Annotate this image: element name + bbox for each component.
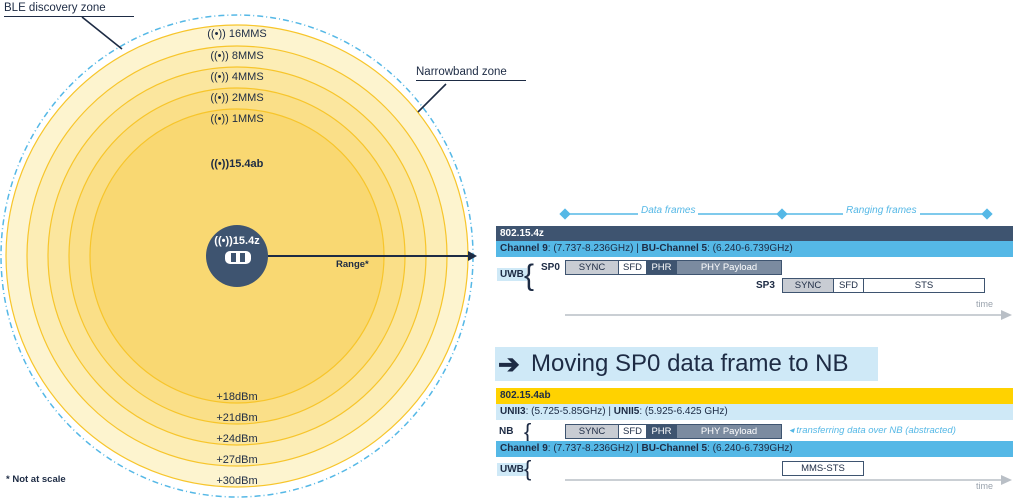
ble-callout-line [81,16,123,50]
unii-bar: UNII3: (5.725-5.85GHz) | UNII5: (5.925-6… [496,404,1013,420]
headline-text: Moving SP0 data frame to NB [531,350,849,377]
header-802-15-4z: 802.15.4z [496,226,1013,241]
mms-sts-field: MMS-STS [782,461,864,476]
uwb-label-bottom: UWB [497,463,527,476]
triangle-left-icon: ◂ [789,425,797,436]
nb-phr: PHR [646,424,677,439]
nb-zone-label: Narrowband zone [416,66,526,81]
power-label-21: +21dBm [216,412,258,424]
antenna-icon: ((•)) [210,71,232,83]
antenna-icon: ((•)) [210,158,230,170]
power-label-24: +24dBm [216,433,258,445]
headline-box: ➔ Moving SP0 data frame to NB [495,347,878,381]
antenna-icon: ((•)) [214,235,233,247]
sp0-phr: PHR [646,260,677,275]
time-axis-top [565,310,1012,320]
data-frames-label: Data frames [638,205,699,216]
nb-label: NB [499,426,514,437]
channel-bar-bottom: Channel 9: (7.737-8.236GHz) | BU-Channel… [496,441,1013,457]
nb-note: ◂ transferring data over NB (abstracted) [789,425,956,436]
power-label-27: +27dBm [216,454,258,466]
ring-label-4mms: ((•)) 4MMS [210,71,264,83]
sp3-sync: SYNC [782,278,834,293]
sp3-label: SP3 [756,280,775,291]
nb-callout-line [417,83,447,113]
antenna-icon: ((•)) [210,92,232,104]
power-label-18: +18dBm [216,391,258,403]
sp0-phy-payload: PHY Payload [676,260,782,275]
channel-bar-top: Channel 9: (7.737-8.236GHz) | BU-Channel… [496,241,1013,257]
diamond-marker [981,208,993,220]
antenna-icon: ((•)) [210,113,232,125]
time-label-top: time [976,299,994,309]
frame-type-timeline [559,208,993,220]
time-axis-bottom [565,475,1012,485]
arrow-right-icon [468,251,477,261]
nb-sync: SYNC [565,424,619,439]
sp3-sts: STS [863,278,985,293]
inner-label: ((•))15.4ab [210,158,264,170]
car-icon [225,251,251,264]
range-label: Range* [336,259,369,270]
center-label: ((•))15.4z [214,235,260,247]
antenna-icon: ((•)) [210,50,232,62]
zone-diagram [0,14,477,498]
ring-label-8mms: ((•)) 8MMS [210,50,264,62]
ring-label-2mms: ((•)) 2MMS [210,92,264,104]
footnote: * Not at scale [6,474,66,485]
nb-phy-payload: PHY Payload [676,424,782,439]
nb-sfd: SFD [618,424,647,439]
ranging-frames-label: Ranging frames [843,205,920,216]
ring-label-1mms: ((•)) 1MMS [210,113,264,125]
power-label-30: +30dBm [216,475,258,487]
antenna-icon: ((•)) [207,28,229,40]
ring-label-16mms: ((•)) 16MMS [207,28,267,40]
header-802-15-4ab: 802.15.4ab [496,388,1013,404]
diamond-marker [559,208,571,220]
brace-icon: { [524,419,532,444]
diamond-marker [776,208,788,220]
sp0-sfd: SFD [618,260,647,275]
sp3-sfd: SFD [833,278,864,293]
arrow-right-icon: ➔ [498,349,520,379]
ble-zone-label: BLE discovery zone [4,2,134,17]
brace-icon: { [524,259,535,292]
sp0-sync: SYNC [565,260,619,275]
brace-icon: { [524,456,532,481]
time-label-bottom: time [976,481,994,491]
uwb-label-top: UWB [497,268,527,281]
sp0-label: SP0 [541,262,560,273]
